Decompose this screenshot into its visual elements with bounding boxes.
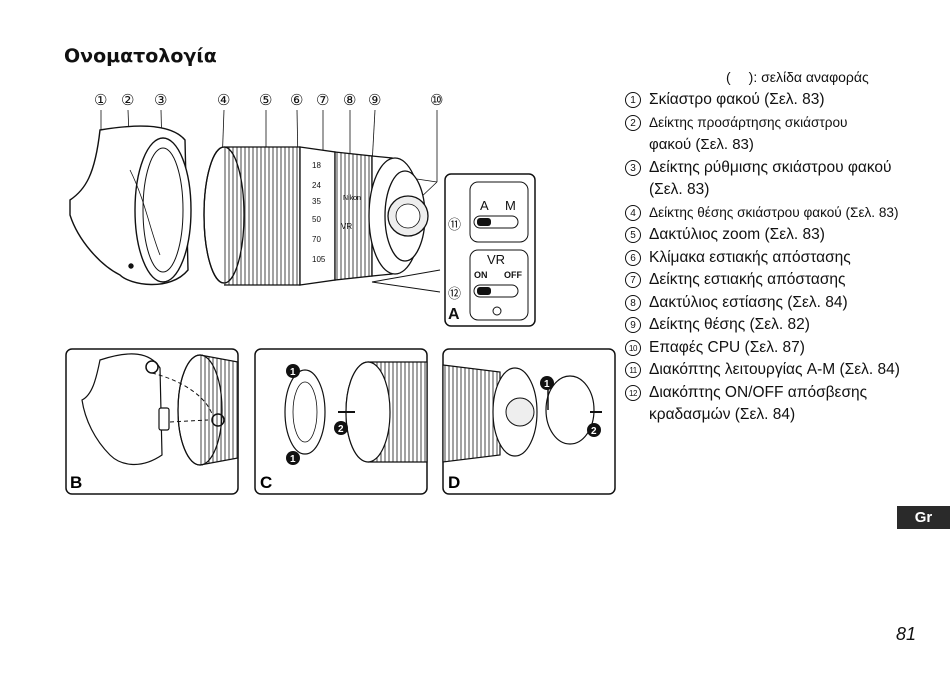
part-text: Διακόπτης ON/OFF απόσβεσης κραδασμών (Σε… [649, 383, 868, 424]
part-item-3: 3 Δείκτης ρύθμισης σκιάστρου φακού (Σελ. … [625, 157, 925, 202]
part-number: 10 [625, 339, 641, 356]
parts-list: 1 Σκίαστρο φακού (Σελ. 83) 2 Δείκτης προσά… [625, 89, 925, 427]
svg-text:2: 2 [338, 424, 344, 435]
callout-4: ④ [217, 92, 230, 109]
part-number: 1 [625, 92, 641, 108]
focal-scale-18: 18 [312, 161, 321, 170]
inset-label-d: D [448, 473, 460, 492]
callout-11: ⑪ [448, 217, 461, 232]
legend-text: ): σελίδα αναφοράς [748, 69, 869, 85]
part-item-7: 7 Δείκτης εστιακής απόστασης [625, 269, 925, 292]
part-number: 6 [625, 249, 641, 266]
focal-scale-70: 70 [312, 235, 321, 244]
part-text: Δείκτης θέσης (Σελ. 82) [649, 316, 810, 333]
language-tab: Gr [897, 506, 950, 529]
part-number: 12 [625, 384, 641, 401]
inset-label-a: A [448, 306, 460, 323]
part-item-12: 12 Διακόπτης ON/OFF απόσβεσης κραδασμών (… [625, 382, 925, 427]
part-text: Επαφές CPU (Σελ. 87) [649, 338, 805, 356]
callout-5: ⑤ [259, 92, 272, 109]
part-item-9: 9 Δείκτης θέσης (Σελ. 82) [625, 314, 925, 337]
part-text: Διακόπτης λειτουργίας A-M (Σελ. 84) [649, 361, 900, 378]
lens-nomenclature-diagram: ① ② ③ ④ ⑤ ⑥ ⑦ ⑧ ⑨ ⑩ [65, 92, 616, 495]
svg-text:1: 1 [544, 379, 550, 390]
af-mode-switch-knob [477, 218, 491, 226]
part-item-11: 11 Διακόπτης λειτουργίας A-M (Σελ. 84) [625, 359, 925, 382]
part-item-6: 6 Κλίμακα εστιακής απόστασης [625, 247, 925, 270]
part-number: 7 [625, 272, 641, 288]
svg-text:1: 1 [290, 367, 296, 378]
svg-text:2: 2 [591, 426, 597, 437]
callout-2: ② [121, 92, 134, 109]
focal-scale-35: 35 [312, 197, 321, 206]
vr-switch-knob [477, 287, 491, 295]
focal-scale-24: 24 [312, 181, 321, 190]
part-number: 11 [625, 362, 641, 378]
part-number: 4 [625, 204, 641, 221]
part-text: Δείκτης εστιακής απόστασης [649, 271, 846, 288]
part-item-2-cont: φακού (Σελ. 83) [625, 134, 925, 157]
step-2-d: 2 [587, 423, 601, 437]
brand-label: Nikon [343, 195, 361, 202]
lens-body [203, 146, 429, 286]
step-1-bottom: 1 [286, 451, 300, 465]
part-text: φακού (Σελ. 83) [649, 136, 754, 153]
part-text: Δείκτης προσάρτησης σκιάστρου [649, 114, 848, 130]
part-number: 5 [625, 227, 641, 243]
legend-open-paren: ( [726, 69, 731, 85]
step-2-c: 2 [334, 421, 348, 435]
lock-icon [492, 306, 502, 316]
reference-legend: ( ): σελίδα αναφοράς [726, 69, 869, 85]
svg-text:1: 1 [290, 454, 296, 465]
part-text: Δείκτης θέσης σκιάστρου φακού (Σελ. 83) [649, 204, 899, 220]
callout-1: ① [94, 92, 107, 109]
callout-8: ⑧ [343, 92, 356, 109]
part-number: 9 [625, 317, 641, 333]
part-item-4: 4 Δείκτης θέσης σκιάστρου φακού (Σελ. 83) [625, 202, 925, 225]
focal-scale-105: 105 [312, 255, 326, 264]
part-item-2: 2 Δείκτης προσάρτησης σκιάστρου [625, 112, 925, 135]
step-1-d: 1 [540, 376, 554, 390]
part-item-10: 10 Επαφές CPU (Σελ. 87) [625, 337, 925, 360]
callout-9: ⑨ [368, 92, 381, 109]
callout-7: ⑦ [316, 92, 329, 109]
page-number: 81 [896, 624, 917, 644]
part-number: 2 [625, 114, 641, 131]
step-1-top: 1 [286, 364, 300, 378]
vr-on-label: ON [474, 270, 488, 280]
part-item-1: 1 Σκίαστρο φακού (Σελ. 83) [625, 89, 925, 112]
inset-label-c: C [260, 473, 272, 492]
focal-length-scale: 18 24 35 50 70 105 Nikon VR [312, 161, 361, 264]
callout-10: ⑩ [430, 92, 443, 109]
callout-3: ③ [154, 92, 167, 109]
part-text: Δακτύλιος zoom (Σελ. 83) [649, 226, 825, 243]
focal-scale-50: 50 [312, 215, 321, 224]
vr-off-label: OFF [504, 270, 522, 280]
inset-c: 1 2 1 C [254, 348, 428, 495]
part-item-8: 8 Δακτύλιος εστίασης (Σελ. 84) [625, 292, 925, 315]
vr-badge: VR [341, 222, 352, 231]
part-text: Δείκτης ρύθμισης σκιάστρου φακού (Σελ. 8… [649, 158, 892, 199]
callout-12: ⑫ [448, 286, 461, 301]
part-item-5: 5 Δακτύλιος zoom (Σελ. 83) [625, 224, 925, 247]
inset-d: 1 2 D [442, 348, 616, 495]
page-title: Ονοματολογία [64, 45, 217, 67]
mode-label-m: M [505, 198, 516, 213]
part-text: Σκίαστρο φακού (Σελ. 83) [649, 91, 825, 108]
lens-hood [69, 125, 192, 286]
inset-b: B [65, 348, 239, 495]
part-number: 3 [625, 159, 641, 176]
mode-label-a: A [480, 198, 489, 213]
part-text: Δακτύλιος εστίασης (Σελ. 84) [649, 293, 848, 311]
callout-6: ⑥ [290, 92, 303, 109]
inset-a: A M VR ON OFF ⑪ ⑫ A [371, 173, 536, 327]
part-number: 8 [625, 294, 641, 311]
part-text: Κλίμακα εστιακής απόστασης [649, 248, 851, 266]
vr-label: VR [487, 252, 505, 267]
inset-label-b: B [70, 473, 82, 492]
